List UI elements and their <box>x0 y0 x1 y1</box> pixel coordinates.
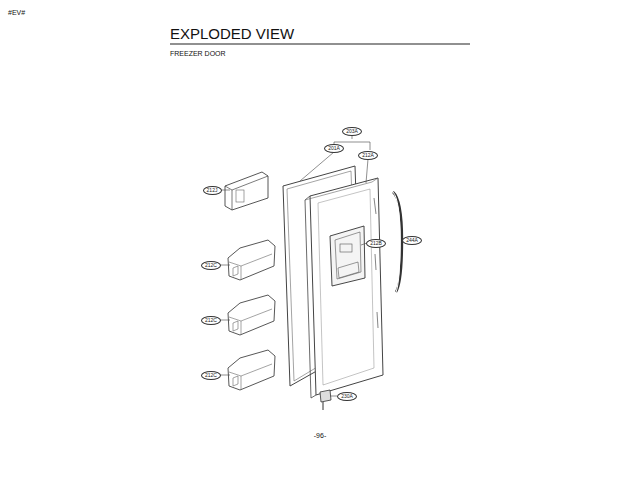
callout-number: 212C <box>201 261 221 270</box>
callout-number: 212J <box>203 186 222 195</box>
callout-text: 230A <box>341 394 353 399</box>
callout-number: 201A <box>324 144 344 153</box>
callout-text: 244A <box>406 238 418 243</box>
callout-text: 212B <box>370 241 382 246</box>
callout-text: 203A <box>346 129 358 134</box>
callout-text: 212C <box>205 373 217 378</box>
page-code: #EV# <box>8 9 25 16</box>
callout-number: 212C <box>201 371 221 380</box>
callout-text: 201A <box>328 146 340 151</box>
callout-text: 212A <box>362 153 374 158</box>
callout-number: 212B <box>366 239 386 248</box>
callout-number: 212C <box>201 316 221 325</box>
callout-text: 212C <box>205 318 217 323</box>
callout-text: 212J <box>207 188 218 193</box>
callout-number: 244A <box>402 236 422 245</box>
callout-number: 212A <box>358 151 378 160</box>
callout-number: 203A <box>342 127 362 136</box>
page-number: -96- <box>314 432 326 439</box>
callout-number: 230A <box>337 392 357 401</box>
callout-text: 212C <box>205 263 217 268</box>
page-title: EXPLODED VIEW <box>170 25 294 42</box>
section-name: FREEZER DOOR <box>170 50 226 57</box>
